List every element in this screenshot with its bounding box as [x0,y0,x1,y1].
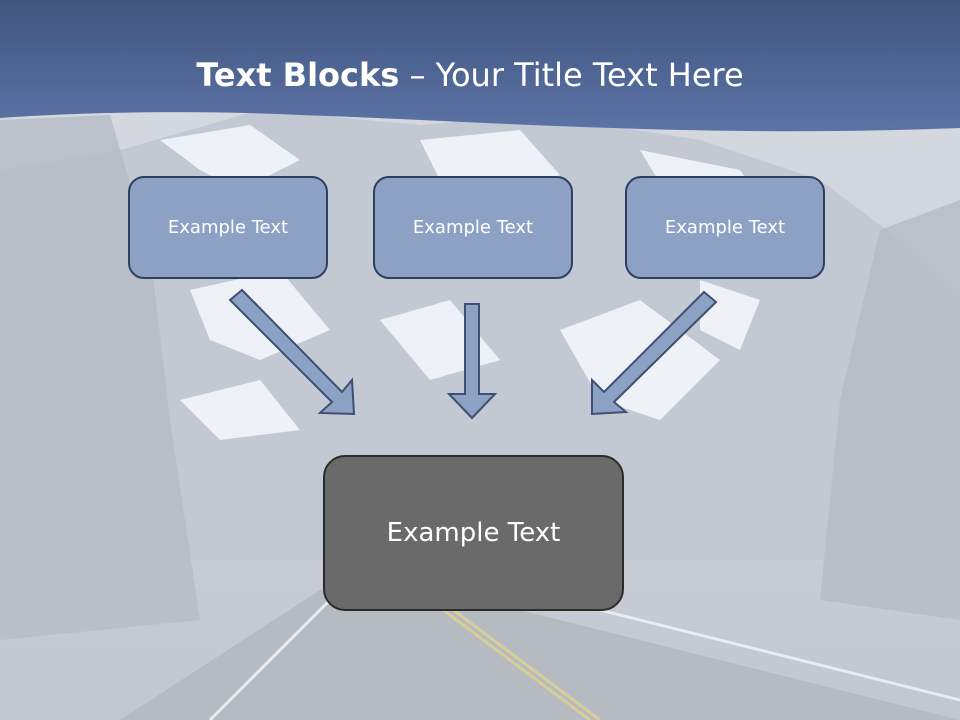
slide-title: Text Blocks – Your Title Text Here [0,52,940,98]
arrow-right-icon [591,290,718,416]
text-block-3-label: Example Text [664,217,786,238]
title-bold: Text Blocks [196,56,400,94]
title-dash: – [399,56,436,94]
main-text-block[interactable]: Example Text [323,455,624,611]
main-text-block-label: Example Text [386,518,561,548]
arrow-left-icon [228,288,356,416]
text-block-3[interactable]: Example Text [625,176,825,279]
title-rest: Your Title Text Here [435,56,744,94]
arrow-center-icon [446,303,498,420]
text-block-1-label: Example Text [167,217,289,238]
text-block-2[interactable]: Example Text [373,176,573,279]
text-block-2-label: Example Text [412,217,534,238]
text-block-1[interactable]: Example Text [128,176,328,279]
